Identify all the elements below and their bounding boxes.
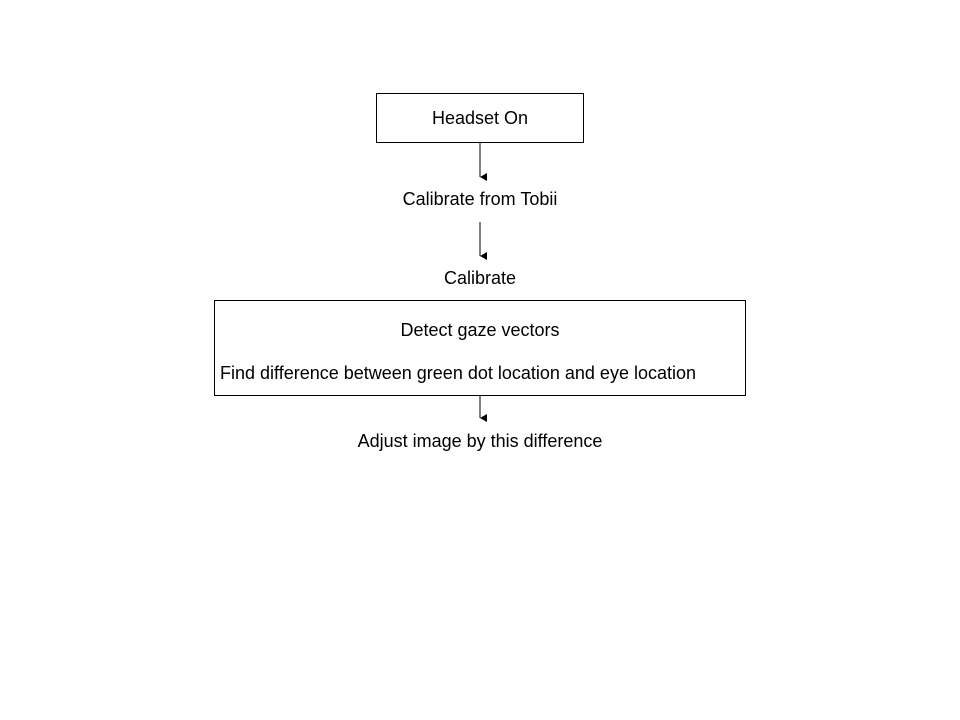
node-detect-gaze-vectors: Detect gaze vectors <box>400 320 560 340</box>
node-calibrate: Calibrate <box>443 268 517 288</box>
node-adjust-image: Adjust image by this difference <box>357 431 603 451</box>
node-calibration-box: Detect gaze vectors Find difference betw… <box>214 300 746 396</box>
node-headset-on: Headset On <box>376 93 584 143</box>
node-calibrate-from-tobii: Calibrate from Tobii <box>402 189 558 209</box>
node-headset-on-label: Headset On <box>431 108 529 128</box>
node-find-difference: Find difference between green dot locati… <box>220 363 696 383</box>
